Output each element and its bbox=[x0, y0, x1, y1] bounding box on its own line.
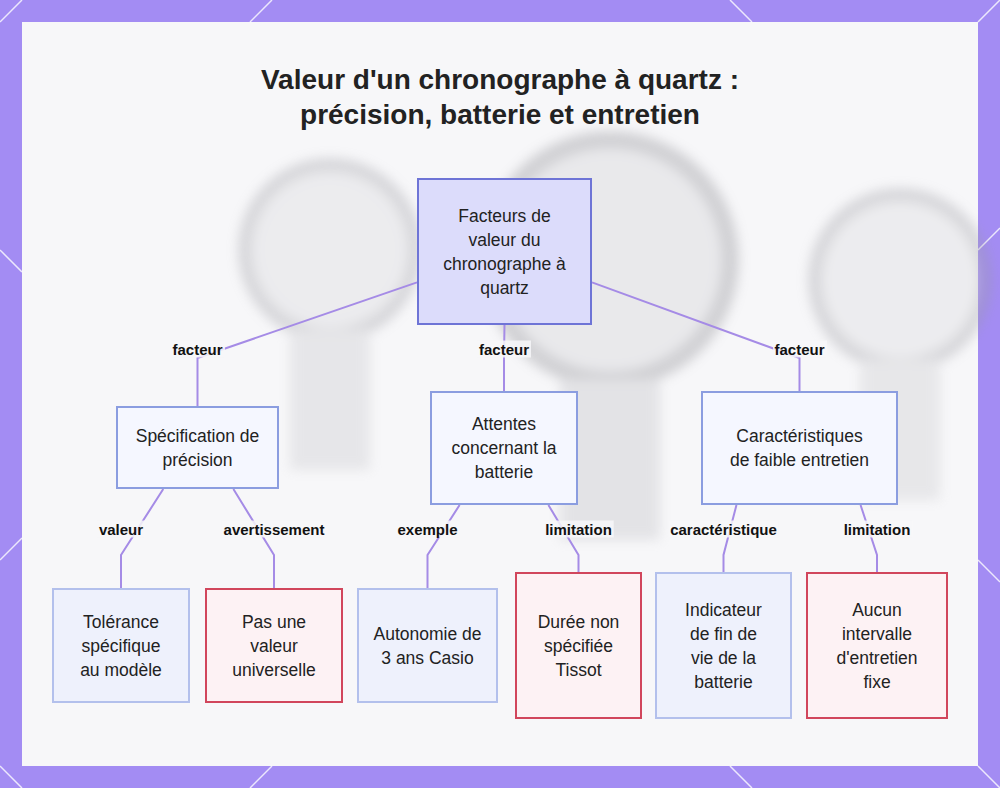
connector-line bbox=[233, 489, 274, 588]
node-text: Facteurs de valeur du chronographe à qua… bbox=[441, 204, 568, 300]
connector-line bbox=[861, 505, 877, 572]
edge-label: facteur bbox=[772, 341, 826, 358]
edge-label: caractéristique bbox=[668, 521, 779, 538]
edge-label: exemple bbox=[395, 521, 459, 538]
factor-box: Attentes concernant la batterie bbox=[430, 391, 578, 505]
node-text: Autonomie de 3 ans Casio bbox=[371, 622, 484, 670]
detail-box: Tolérance spécifique au modèle bbox=[52, 588, 190, 703]
connector-line bbox=[724, 505, 737, 572]
warning-box: Pas une valeur universelle bbox=[205, 588, 343, 703]
node-text: Spécification de précision bbox=[132, 424, 263, 472]
edge-label: limitation bbox=[842, 521, 913, 538]
node-text: Attentes concernant la batterie bbox=[444, 412, 564, 484]
root-box: Facteurs de valeur du chronographe à qua… bbox=[417, 178, 592, 325]
edge-label: valeur bbox=[97, 521, 145, 538]
node-text: Tolérance spécifique au modèle bbox=[70, 610, 172, 682]
connector-line bbox=[121, 489, 163, 588]
node-text: Caractéristiques de faible entretien bbox=[729, 424, 870, 472]
edge-label: facteur bbox=[170, 341, 224, 358]
connector-line bbox=[548, 505, 578, 572]
node-text: Indicateur de fin de vie de la batterie bbox=[677, 598, 770, 694]
connector-line bbox=[503, 325, 506, 391]
detail-box: Indicateur de fin de vie de la batterie bbox=[655, 572, 792, 719]
node-text: Durée non spécifiée Tissot bbox=[527, 610, 630, 682]
blurred-watches bbox=[245, 140, 985, 540]
edge-label: avertissement bbox=[222, 521, 327, 538]
warning-box: Durée non spécifiée Tissot bbox=[515, 572, 642, 719]
edge-label: limitation bbox=[543, 521, 614, 538]
warning-box: Aucun intervalle d'entretien fixe bbox=[806, 572, 948, 719]
node-text: Pas une valeur universelle bbox=[223, 610, 325, 682]
connector-line bbox=[428, 505, 460, 588]
diagram-title: Valeur d'un chronographe à quartz : préc… bbox=[200, 62, 800, 132]
factor-box: Caractéristiques de faible entretien bbox=[701, 391, 898, 505]
factor-box: Spécification de précision bbox=[116, 406, 279, 489]
edge-label: facteur bbox=[477, 341, 531, 358]
connector-line bbox=[592, 282, 800, 391]
node-text: Aucun intervalle d'entretien fixe bbox=[830, 598, 924, 694]
detail-box: Autonomie de 3 ans Casio bbox=[357, 588, 498, 703]
connector-line bbox=[198, 282, 418, 406]
